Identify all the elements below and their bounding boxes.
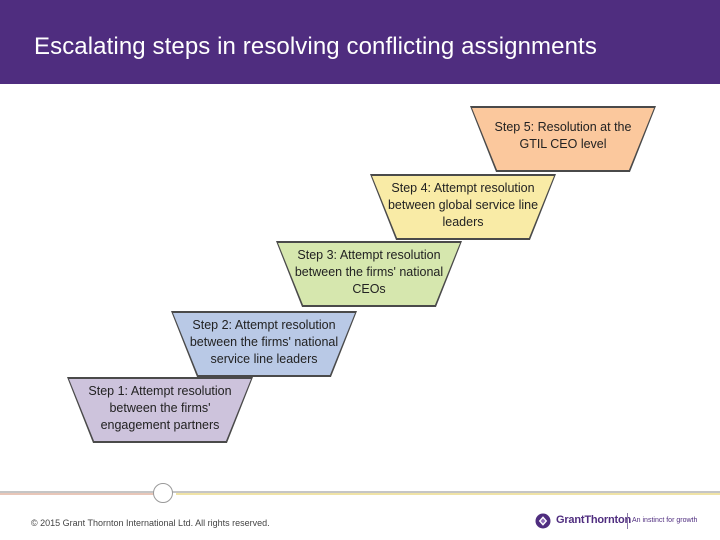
logo-divider (627, 513, 628, 529)
logo-name: GrantThornton (556, 514, 631, 526)
footer-accent-left (0, 493, 165, 495)
footer-circle-marker (153, 483, 173, 503)
slide-title: Escalating steps in resolving conflictin… (34, 33, 597, 60)
footer-accent-right (176, 493, 720, 495)
step-2-shape: Step 2: Attempt resolution between the f… (171, 311, 357, 377)
footer-divider (0, 491, 720, 493)
grant-thornton-logo-icon (535, 513, 551, 529)
step-1-shape: Step 1: Attempt resolution between the f… (67, 377, 253, 443)
step-2-label: Step 2: Attempt resolution between the f… (189, 318, 339, 366)
step-4-shape: Step 4: Attempt resolution between globa… (370, 174, 556, 240)
logo-tagline: An instinct for growth (632, 517, 698, 524)
step-3-label: Step 3: Attempt resolution between the f… (294, 248, 444, 296)
step-3-shape: Step 3: Attempt resolution between the f… (276, 241, 462, 307)
grant-thornton-logo: GrantThornton An instinct for growth (535, 511, 715, 533)
step-4-label: Step 4: Attempt resolution between globa… (387, 181, 539, 229)
copyright-text: © 2015 Grant Thornton International Ltd.… (31, 518, 270, 528)
step-1-label: Step 1: Attempt resolution between the f… (88, 384, 232, 432)
step-5-shape: Step 5: Resolution at the GTIL CEO level (470, 106, 656, 172)
title-bar: Escalating steps in resolving conflictin… (0, 0, 720, 84)
step-5-label: Step 5: Resolution at the GTIL CEO level (494, 120, 632, 151)
